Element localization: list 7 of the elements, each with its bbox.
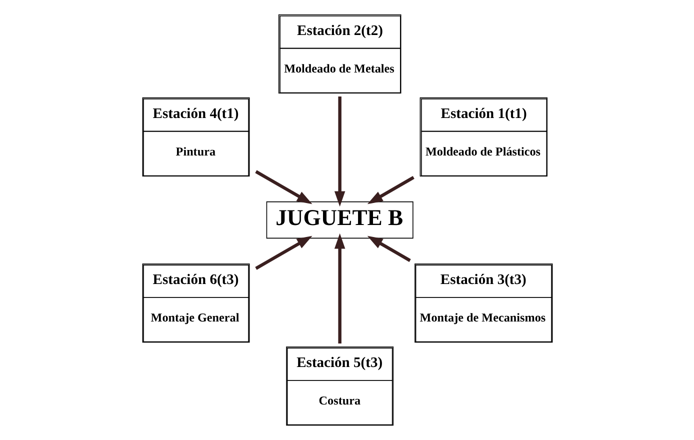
arrow bbox=[366, 236, 410, 262]
arrow bbox=[366, 176, 414, 204]
arrow bbox=[334, 96, 345, 207]
node-box: JUGUETE B bbox=[266, 201, 413, 239]
arrow bbox=[254, 236, 312, 270]
arrow bbox=[254, 170, 312, 204]
arrow bbox=[334, 233, 345, 344]
